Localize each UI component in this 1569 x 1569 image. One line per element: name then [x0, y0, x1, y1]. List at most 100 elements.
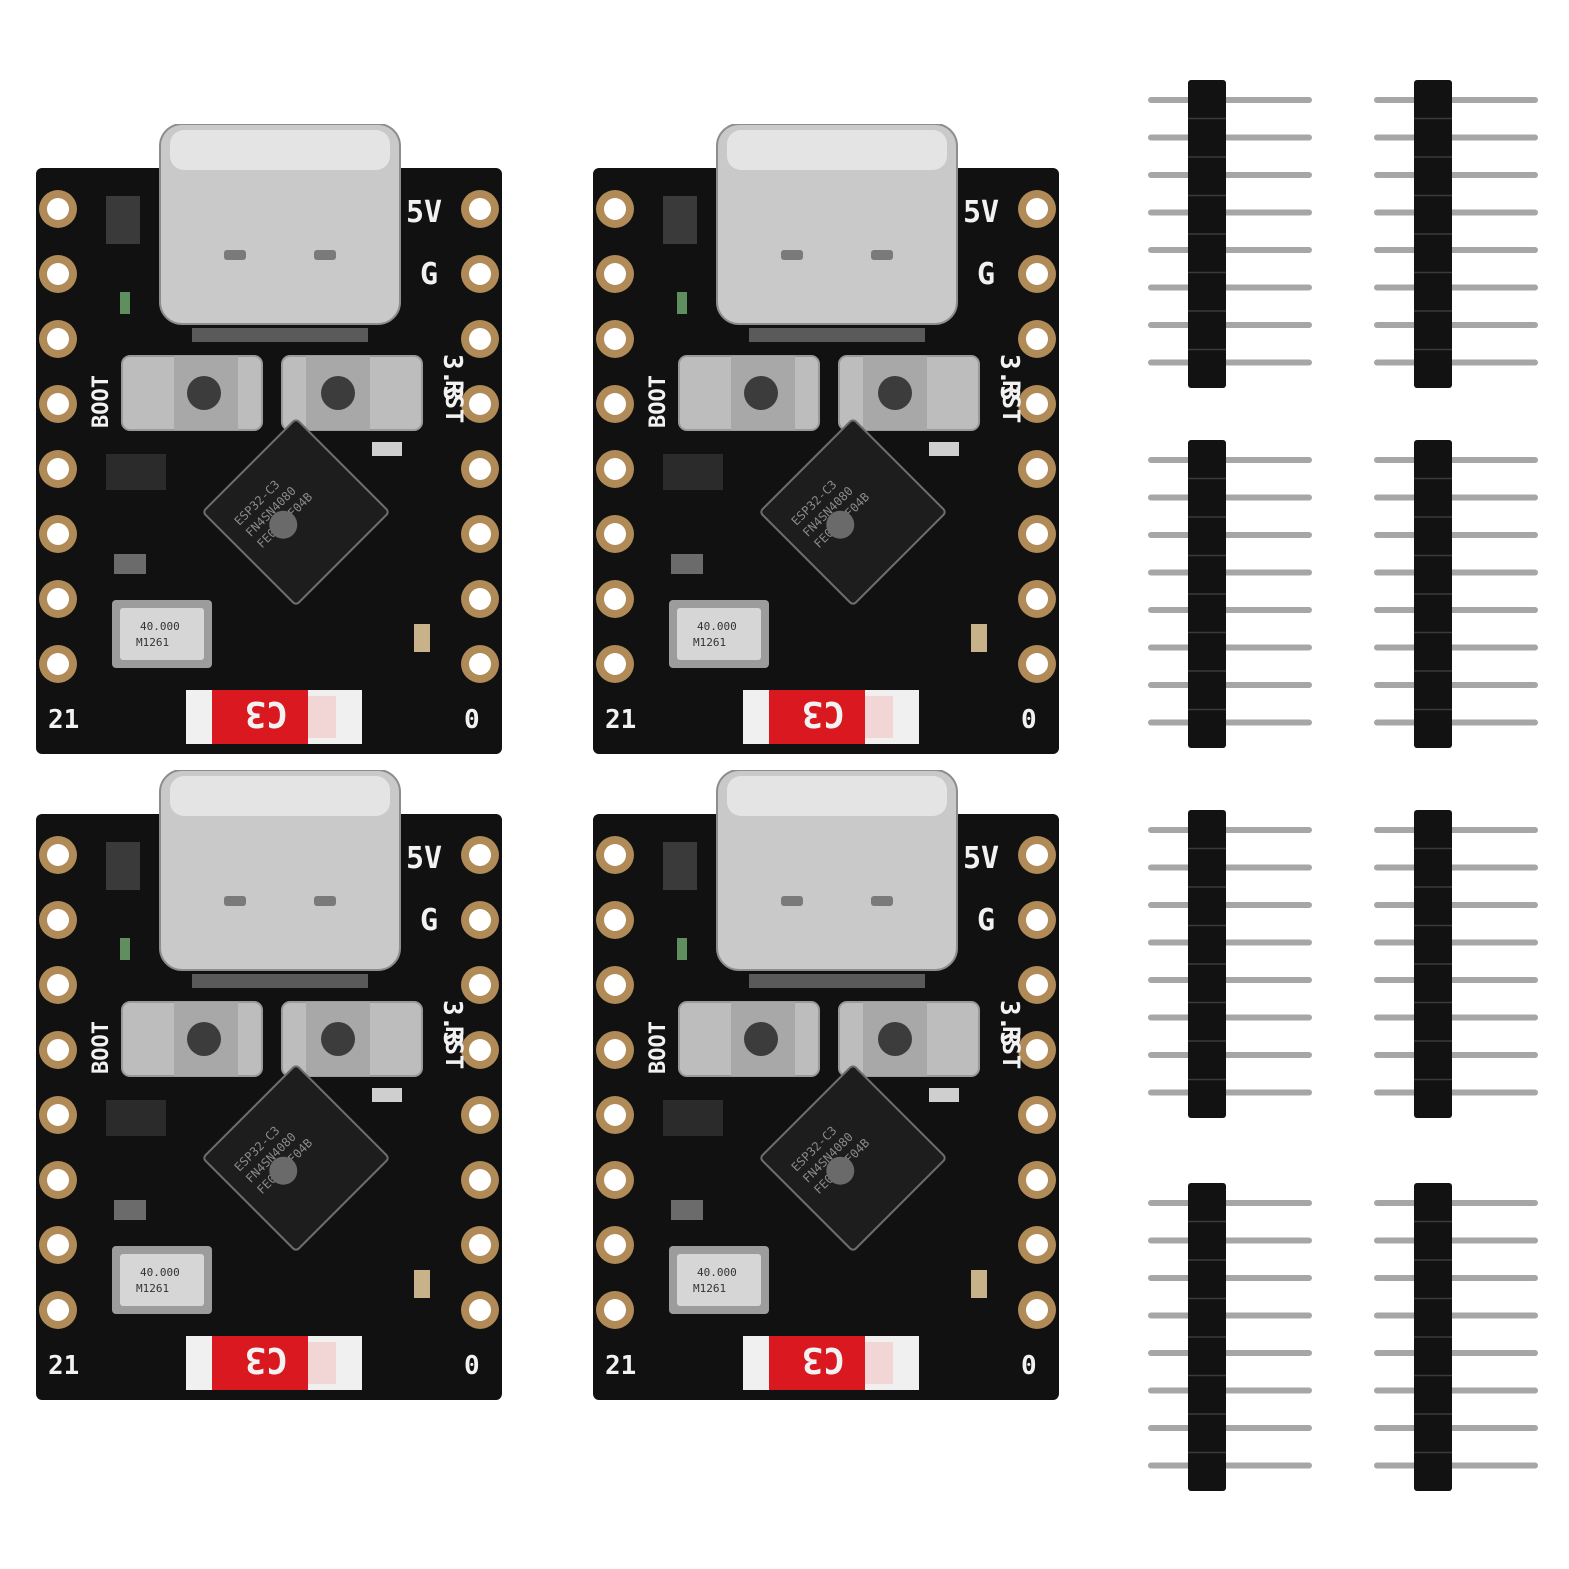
silk-label-boot: BOOT [89, 1021, 114, 1074]
pin-header-strip [1146, 80, 1314, 388]
silk-label-5v: 5V [406, 841, 442, 876]
header-pin [1148, 1052, 1312, 1058]
header-pin [1148, 977, 1312, 983]
header-pin [1374, 902, 1538, 908]
badge-text: C3 [802, 693, 845, 734]
crystal-marking: M1261 [136, 1282, 169, 1295]
castellated-pad-left [596, 901, 634, 939]
castellated-pad-left [596, 645, 634, 683]
header-pin [1148, 247, 1312, 253]
castellated-pad-left [596, 450, 634, 488]
header-pin [1148, 827, 1312, 833]
castellated-pad-right [1018, 1161, 1056, 1199]
castellated-pad-right [461, 320, 499, 358]
silk-label-boot: BOOT [646, 375, 671, 428]
header-pin [1148, 532, 1312, 538]
header-pin [1374, 284, 1538, 291]
esp32-c3-chip: ESP32-C3FN4SN4080FE024AF04B [760, 419, 946, 605]
castellated-pad-right [1018, 385, 1056, 423]
castellated-pad-right [461, 515, 499, 553]
castellated-pad-left [39, 836, 77, 874]
header-pin [1374, 827, 1538, 833]
voltage-regulator [663, 1100, 723, 1136]
castellated-pad-left [39, 385, 77, 423]
header-pin [1374, 644, 1538, 651]
castellated-pad-left [39, 320, 77, 358]
c3-badge: C3 [186, 690, 362, 744]
header-pin [1374, 322, 1538, 328]
castellated-pad-left [596, 1226, 634, 1264]
header-pin [1374, 1237, 1538, 1244]
silk-label-5v: 5V [963, 841, 999, 876]
esp32-c3-board: ESP32-C3FN4SN4080FE024AF04B40.000M12615V… [593, 770, 1059, 1400]
smd-component [971, 624, 987, 652]
castellated-pad-right [1018, 190, 1056, 228]
castellated-pad-left [596, 1291, 634, 1329]
usb-c-connector [716, 770, 958, 988]
castellated-pad-right [461, 450, 499, 488]
led [929, 1088, 959, 1102]
header-pin [1374, 1350, 1538, 1356]
castellated-pad-left [39, 255, 77, 293]
silk-label-3v3: 3.3 [437, 1000, 467, 1047]
castellated-pad-right [461, 1226, 499, 1264]
header-pin [1374, 359, 1538, 366]
silk-label-21: 21 [605, 705, 636, 735]
header-pin [1148, 1425, 1312, 1431]
castellated-pad-right [461, 966, 499, 1004]
espressif-logo-icon [269, 510, 298, 539]
header-pin [1374, 607, 1538, 613]
castellated-pad-left [39, 645, 77, 683]
crystal-marking: M1261 [693, 636, 726, 649]
castellated-pad-left [39, 1096, 77, 1134]
crystal-marking: 40.000 [140, 1266, 180, 1279]
header-pin [1148, 719, 1312, 726]
castellated-pad-left [596, 966, 634, 1004]
badge-text: C3 [245, 1339, 288, 1380]
header-pin [1148, 97, 1312, 103]
castellated-pad-right [1018, 320, 1056, 358]
silk-label-5v: 5V [406, 195, 442, 230]
header-pin [1374, 1052, 1538, 1058]
pin-header-strip [1372, 440, 1540, 748]
header-pin [1148, 682, 1312, 688]
castellated-pad-left [39, 1291, 77, 1329]
castellated-pad-right [1018, 1031, 1056, 1069]
header-pin [1374, 1089, 1538, 1096]
silk-label-3v3: 3.3 [437, 354, 467, 401]
header-pin [1148, 1014, 1312, 1021]
header-pin [1374, 172, 1538, 178]
castellated-pad-left [596, 515, 634, 553]
header-pin [1148, 864, 1312, 871]
boot-button [121, 1001, 263, 1077]
header-pin [1148, 902, 1312, 908]
smd-component [663, 196, 697, 244]
castellated-pad-left [596, 320, 634, 358]
header-pin [1374, 682, 1538, 688]
header-pin [1148, 322, 1312, 328]
silk-label-boot: BOOT [646, 1021, 671, 1074]
silk-label-21: 21 [48, 705, 79, 735]
castellated-pad-right [1018, 255, 1056, 293]
reset-button [281, 1001, 423, 1077]
crystal-marking: M1261 [136, 636, 169, 649]
castellated-pad-right [1018, 1096, 1056, 1134]
header-pin [1148, 1200, 1312, 1206]
castellated-pad-right [461, 1291, 499, 1329]
usb-c-connector [716, 124, 958, 342]
boot-button [678, 1001, 820, 1077]
crystal-marking: 40.000 [140, 620, 180, 633]
espressif-logo-icon [826, 1156, 855, 1185]
silk-label-21: 21 [605, 1351, 636, 1381]
header-pin [1374, 532, 1538, 538]
header-pin [1374, 247, 1538, 253]
silk-label-rst: RST [997, 1026, 1025, 1069]
castellated-pad-right [1018, 836, 1056, 874]
led [372, 1088, 402, 1102]
header-pin [1374, 719, 1538, 726]
header-pin [1374, 457, 1538, 463]
header-pin [1148, 172, 1312, 178]
